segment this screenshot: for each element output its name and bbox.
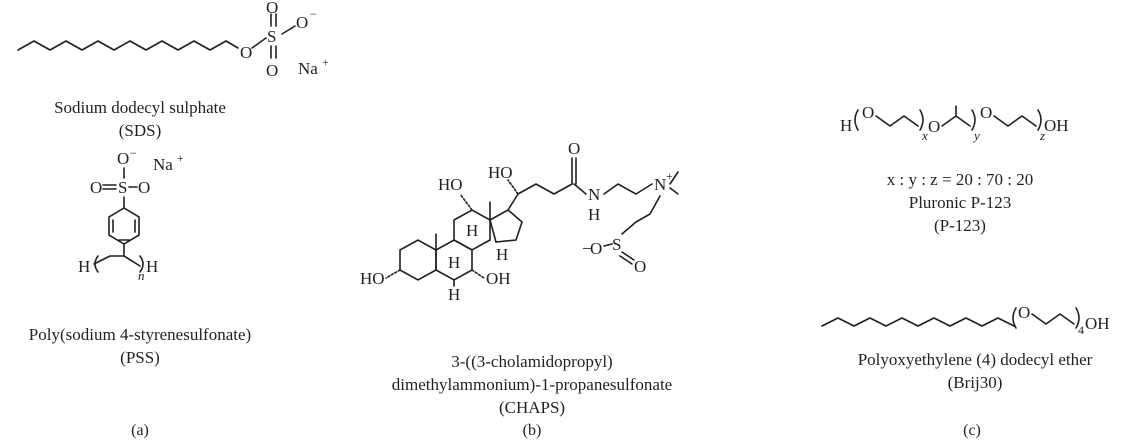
panel-label-c: (c) <box>963 422 981 439</box>
pss-sodium: Na <box>153 155 173 174</box>
svg-text:H: H <box>78 257 90 276</box>
brij30-structure: O 4 OH <box>821 303 1110 337</box>
svg-text:O: O <box>1018 303 1030 322</box>
svg-text:HO: HO <box>438 175 463 194</box>
chaps-ring-d <box>489 209 523 243</box>
p123-structure: H O x O y O z OH <box>840 103 1069 143</box>
pss-name: Poly(sodium 4-styrenesulfonate) <box>28 325 252 344</box>
svg-text:HO: HO <box>488 163 513 182</box>
svg-text:O: O <box>634 257 646 276</box>
svg-text:O: O <box>117 149 129 168</box>
p123-caption: x : y : z = 20 : 70 : 20 Pluronic P-123 … <box>860 168 1060 237</box>
sds-anion-oxygen: O <box>296 13 308 32</box>
svg-text:O: O <box>862 103 874 122</box>
sds-alkyl-chain <box>17 40 227 51</box>
svg-text:y: y <box>972 128 980 143</box>
svg-text:OH: OH <box>1085 314 1110 333</box>
chaps-abbr: (CHAPS) <box>498 398 566 417</box>
svg-text:O: O <box>138 178 150 197</box>
svg-text:x: x <box>921 128 928 143</box>
chaps-ring-a <box>399 239 437 281</box>
svg-text:n: n <box>138 268 145 283</box>
svg-text:+: + <box>177 151 184 165</box>
svg-text:HO: HO <box>360 269 385 288</box>
svg-text:H: H <box>466 221 478 240</box>
svg-text:O: O <box>928 117 940 136</box>
svg-text:O: O <box>590 239 602 258</box>
svg-text:z: z <box>1039 128 1045 143</box>
p123-name: Pluronic P-123 <box>908 193 1012 212</box>
sds-structure: O S O O O − Na + <box>17 0 329 80</box>
svg-text:H: H <box>496 245 508 264</box>
svg-text:O: O <box>980 103 992 122</box>
svg-text:S: S <box>612 235 621 254</box>
chaps-structure: HO OH HO H H H H HO O N H N + S O − O <box>360 139 679 304</box>
svg-text:H: H <box>146 257 158 276</box>
svg-text:−: − <box>310 7 317 21</box>
chaps-name-line2: dimethylammonium)-1-propanesulfonate <box>391 375 673 394</box>
pss-structure: O − S O O Na + H H n <box>78 146 184 283</box>
pss-sulfur: S <box>118 178 127 197</box>
sds-caption: Sodium dodecyl sulphate (SDS) <box>40 96 240 142</box>
brij30-caption: Polyoxyethylene (4) dodecyl ether (Brij3… <box>830 348 1120 394</box>
p123-abbr: (P-123) <box>934 216 986 235</box>
svg-text:N: N <box>588 185 600 204</box>
sds-abbr: (SDS) <box>118 121 162 140</box>
sds-name: Sodium dodecyl sulphate <box>54 98 226 117</box>
brij30-abbr: (Brij30) <box>947 373 1003 392</box>
brij30-alkyl-chain <box>821 317 1015 327</box>
sds-sodium: Na <box>298 59 318 78</box>
panel-label-a: (a) <box>131 422 149 439</box>
svg-text:−: − <box>130 146 137 160</box>
svg-text:OH: OH <box>1044 116 1069 135</box>
svg-text:OH: OH <box>486 269 511 288</box>
svg-text:O: O <box>90 178 102 197</box>
svg-text:−: − <box>582 239 592 258</box>
svg-text:O: O <box>266 0 278 17</box>
svg-text:H: H <box>448 253 460 272</box>
svg-text:H: H <box>588 205 600 224</box>
svg-text:+: + <box>322 55 329 69</box>
svg-text:O: O <box>568 139 580 158</box>
sds-sulfur: S <box>267 27 276 46</box>
pss-abbr: (PSS) <box>120 348 160 367</box>
chaps-caption: 3-((3-cholamidopropyl) dimethylammonium)… <box>372 350 692 419</box>
svg-text:H: H <box>840 116 852 135</box>
svg-text:4: 4 <box>1078 323 1084 337</box>
brij30-name: Polyoxyethylene (4) dodecyl ether <box>857 350 1093 369</box>
pss-caption: Poly(sodium 4-styrenesulfonate) (PSS) <box>20 323 260 369</box>
sds-ester-oxygen: O <box>240 43 252 62</box>
svg-text:+: + <box>666 169 673 183</box>
svg-text:H: H <box>448 285 460 304</box>
svg-text:N: N <box>654 175 666 194</box>
p123-ratio: x : y : z = 20 : 70 : 20 <box>886 170 1034 189</box>
chaps-name-line1: 3-((3-cholamidopropyl) <box>451 352 613 371</box>
panel-label-b: (b) <box>522 422 542 439</box>
svg-text:O: O <box>266 61 278 80</box>
